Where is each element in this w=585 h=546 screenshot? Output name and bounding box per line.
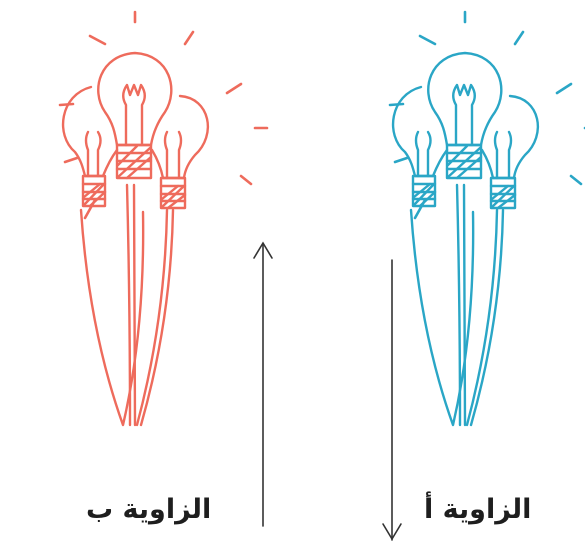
left-bulb-cluster-icon (60, 12, 267, 425)
up-arrow-icon (254, 243, 272, 526)
right-bulb-cluster-icon (390, 12, 585, 425)
perspective-a-label: الزاوية أ (424, 496, 531, 523)
perspective-b-label: الزاوية ب (86, 496, 211, 523)
down-arrow-icon (383, 260, 401, 540)
